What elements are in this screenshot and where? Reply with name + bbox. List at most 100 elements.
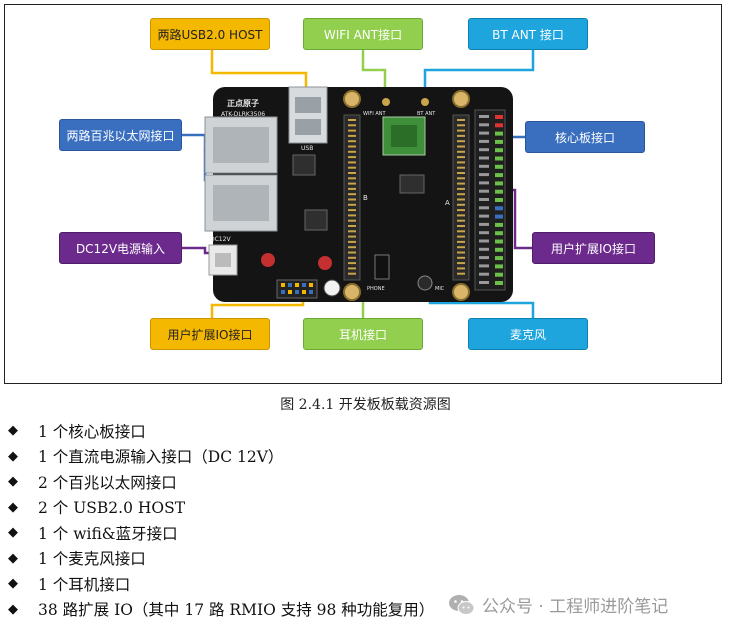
spec-text: 1 个核心板接口 (38, 422, 146, 441)
bullet-icon: ◆ (8, 499, 18, 515)
btb-pin (457, 119, 465, 121)
io-pin-label (479, 115, 489, 118)
spec-text: 38 路扩展 IO（其中 17 路 RMIO 支持 98 种功能复用） (38, 601, 435, 620)
io-pin (495, 272, 503, 277)
callout-user-io-right: 用户扩展IO接口 (532, 232, 655, 264)
bullet-icon: ◆ (8, 423, 18, 439)
btb-pin (348, 156, 356, 159)
callout-wifi-ant: WIFI ANT接口 (303, 18, 423, 50)
spec-list: ◆ 1 个核心板接口 ◆1 个直流电源输入接口（DC 12V）◆2 个百兆以太网接口… (8, 418, 434, 622)
spec-item: ◆2 个百兆以太网接口 (8, 469, 434, 495)
io-pin-label (479, 256, 489, 260)
btb-pin (457, 267, 465, 270)
pcb-board (204, 86, 513, 302)
spec-item: ◆ 2 个 USB2.0 HOST (8, 495, 434, 521)
btb-pin (457, 150, 465, 153)
btb-pin (348, 177, 356, 180)
io-pin (495, 247, 503, 252)
io-pin (495, 281, 503, 285)
btb-pin (457, 256, 465, 259)
io-pin (495, 264, 503, 269)
btb-pin (457, 262, 465, 265)
silk-model: ATK-DLRK3506 (221, 111, 265, 118)
callout-bt-ant: BT ANT 接口 (468, 18, 588, 50)
io-pin-label (479, 214, 489, 218)
btb-pin (457, 166, 465, 169)
io-pin (495, 256, 503, 261)
btb-pin (348, 225, 356, 227)
board-figure: 正点原子 ATK-DLRK3506 USB DC12V WIFI ANT BT … (4, 4, 722, 384)
btb-pin (348, 256, 356, 259)
bullet-icon: ◆ (8, 550, 18, 566)
callout-usb-host: 两路USB2.0 HOST (150, 18, 270, 50)
io-pin-label (479, 164, 489, 168)
spec-item: ◆1 个直流电源输入接口（DC 12V） (8, 444, 434, 470)
btb-pin (457, 161, 465, 164)
io-pin (295, 283, 299, 287)
phone-jack (374, 254, 390, 280)
btb-pin (457, 251, 465, 254)
callout-dc-power: DC12V电源输入 (59, 232, 182, 264)
btb-pin (457, 156, 465, 159)
btb-pin (457, 145, 465, 148)
io-pin (309, 290, 313, 294)
btb-pin (348, 203, 356, 206)
btb-pin (348, 145, 356, 148)
mount-hole-tl (343, 90, 361, 108)
io-pin (495, 164, 503, 169)
io-pin-label (479, 272, 489, 276)
chip-2 (304, 209, 328, 231)
spec-text: 2 个 USB2.0 HOST (38, 499, 186, 518)
bullet-icon: ◆ (8, 601, 18, 617)
btb-pin (348, 251, 356, 254)
bullet-icon: ◆ (8, 576, 18, 592)
btb-pin (348, 262, 356, 265)
silk-a: A (445, 199, 450, 207)
btb-pin (348, 219, 356, 222)
btb-pin (457, 172, 465, 174)
spec-item: ◆ 1 个麦克风接口 (8, 546, 434, 572)
btb-pin (457, 134, 465, 137)
btb-pin (348, 209, 356, 212)
io-pin-label (479, 247, 489, 251)
btb-pin (457, 219, 465, 222)
bt-ant-line (423, 50, 535, 97)
btb-pin (348, 246, 356, 249)
silk-brand: 正点原子 (227, 98, 259, 108)
io-pin-label (479, 156, 489, 160)
btb-pin (457, 230, 465, 233)
btb-pin (457, 198, 465, 201)
callout-core-board: 核心板接口 (525, 121, 645, 153)
btb-pin (348, 267, 356, 270)
btb-pin (457, 240, 465, 243)
io-pin-label (479, 198, 489, 201)
io-pin (309, 283, 313, 287)
io-pin-label (479, 173, 489, 177)
btb-connector-b (343, 114, 361, 281)
btb-pin (457, 124, 465, 127)
io-pin (281, 283, 285, 287)
key-button (323, 279, 341, 297)
btb-connector-a (452, 114, 470, 281)
btb-pin (348, 134, 356, 137)
silk-usb: USB (301, 145, 313, 152)
silk-wifi: WIFI ANT (363, 111, 387, 117)
wechat-icon (449, 594, 475, 615)
spec-text: 1 个麦克风接口 (38, 550, 146, 569)
btb-pin (457, 193, 465, 196)
io-pin (495, 198, 503, 202)
io-pin (495, 115, 503, 119)
mount-hole-bl (343, 283, 361, 301)
btb-pin (348, 182, 356, 185)
btb-pin (348, 214, 356, 217)
silk-phone: PHONE (367, 286, 385, 292)
btb-pin (348, 140, 356, 143)
silk-bt: BT ANT (417, 111, 436, 117)
btb-pin (457, 187, 465, 190)
io-pin (495, 239, 503, 244)
io-pin (495, 214, 503, 219)
btb-pin (348, 230, 356, 233)
mic-element (417, 275, 433, 291)
io-pin-label (479, 131, 489, 135)
btb-pin (348, 161, 356, 164)
